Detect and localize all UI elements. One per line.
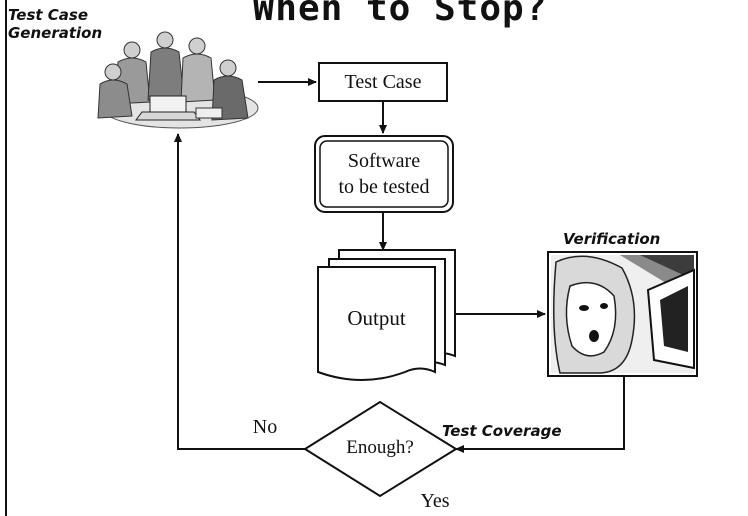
- edge-label-yes: Yes: [420, 490, 450, 512]
- output-document-stack: [317, 249, 456, 381]
- coverage-caption: Test Coverage: [442, 422, 562, 440]
- arrow-verification-to-decision: [455, 375, 625, 453]
- woman-at-monitor-icon: [547, 251, 698, 377]
- software-label-line-2: to be tested: [338, 176, 430, 198]
- software-box-inner: [319, 140, 449, 208]
- decision-label: Enough?: [346, 437, 414, 458]
- software-label-line-1: Software: [347, 150, 421, 172]
- edge-label-no: No: [252, 416, 278, 438]
- generation-caption: Test Case Generation: [8, 6, 102, 42]
- generation-caption-line-1: Test Case: [8, 6, 89, 24]
- team-at-laptop-icon: [97, 31, 259, 129]
- verification-caption: Verification: [563, 230, 661, 248]
- output-label: Output: [347, 306, 406, 330]
- decision-diamond: [303, 400, 458, 498]
- slide-title: When to Stop?: [252, 0, 548, 29]
- test-case-box: Test Case: [318, 62, 448, 102]
- generation-caption-line-2: Generation: [8, 24, 103, 42]
- software-box-label: Software to be tested: [320, 141, 448, 207]
- arrow-decision-no-loop: [174, 133, 306, 450]
